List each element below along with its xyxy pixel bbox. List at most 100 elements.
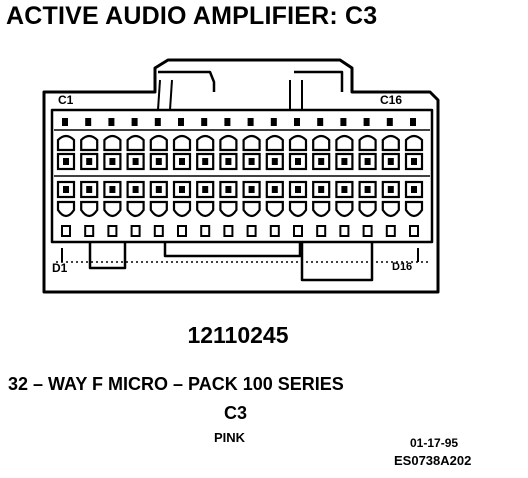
pin-latch-top <box>270 118 277 126</box>
connector-housing <box>42 58 440 294</box>
cavity-c-top <box>103 134 122 152</box>
cavity-d <box>196 180 215 199</box>
cavity-d <box>358 180 377 199</box>
pin-latch-top <box>108 118 115 126</box>
cavity-c-contact <box>271 158 278 165</box>
drawing-date: 01-17-95 <box>410 436 459 450</box>
part-number: 12110245 <box>187 322 289 348</box>
cavity-c-top <box>80 134 99 152</box>
cavity-d-bottom <box>149 200 168 218</box>
cavity-d-bottom <box>219 200 238 218</box>
cavity-d-bottom <box>172 200 192 218</box>
cavity-c-contact <box>318 158 325 165</box>
latch-left <box>158 70 216 92</box>
cavity-c-contact <box>387 158 394 165</box>
cavity-d <box>381 180 400 199</box>
cavity-d-contact <box>318 186 325 193</box>
pin-latch-bottom <box>269 225 280 237</box>
pin-latch-bottom <box>409 225 419 237</box>
cavity-d-contact <box>271 186 278 193</box>
pin-latch-bottom <box>223 225 234 237</box>
cavity-c-top <box>126 134 145 152</box>
cavity-d-bottom <box>265 200 284 218</box>
pin-latch-bottom <box>339 225 350 237</box>
cavity-c <box>126 152 145 171</box>
cavity-c-contact <box>364 158 371 165</box>
cavity-c-contact <box>155 158 162 165</box>
cavity-c-top <box>56 134 76 152</box>
pin-latch-top <box>178 118 184 126</box>
cavity-c <box>56 152 76 171</box>
cavity-d-contact <box>387 186 394 193</box>
cavity-c <box>404 152 424 171</box>
cavity-c-contact <box>109 158 116 165</box>
cavity-c <box>335 152 354 171</box>
cavity-c-contact <box>411 158 417 165</box>
cavity-d-bottom <box>103 200 122 218</box>
connector-description: 32 – WAY F MICRO – PACK 100 SERIES <box>8 374 344 394</box>
cavity-d-contact <box>109 186 116 193</box>
cavity-d-contact <box>179 186 185 193</box>
cavity-c <box>312 152 331 171</box>
cavity-d-contact <box>132 186 139 193</box>
cavity-d-bottom <box>335 200 354 218</box>
cavity-c-top <box>335 134 354 152</box>
pin-latch-bottom <box>130 225 141 237</box>
cavity-c-top <box>172 134 192 152</box>
pin-label-d16: D16 <box>392 261 412 273</box>
cavity-c-contact <box>63 158 69 165</box>
cavity-d <box>56 180 76 199</box>
pin-latch-top <box>340 118 347 126</box>
pin-latch-top <box>247 118 254 126</box>
cavity-c-top <box>219 134 238 152</box>
cavity-d-contact <box>63 186 69 193</box>
cavity-d-bottom <box>80 200 99 218</box>
pin-latch-top <box>201 118 208 126</box>
cavity-c <box>149 152 168 171</box>
cavity-d <box>126 180 145 199</box>
pin-latch-bottom <box>316 225 327 237</box>
cavity-c-contact <box>86 158 93 165</box>
cavity-c-contact <box>225 158 232 165</box>
pin-latch-top <box>410 118 416 126</box>
diagram-title: ACTIVE AUDIO AMPLIFIER: C3 <box>6 2 378 30</box>
pin-latch-bottom <box>107 225 118 237</box>
pin-latch-bottom <box>153 225 164 237</box>
latch-right <box>294 70 344 92</box>
lower-key-center <box>163 242 302 258</box>
connector-color: PINK <box>214 430 246 445</box>
cavity-d <box>312 180 331 199</box>
pin-latch-bottom <box>385 225 396 237</box>
pin-latch-top <box>224 118 231 126</box>
cavity-c-top <box>242 134 261 152</box>
cavity-d <box>80 180 99 199</box>
connector-drawing: C1 C16 D1 D16 <box>42 58 440 294</box>
pin-latch-top <box>317 118 324 126</box>
cavity-d-bottom <box>288 200 308 218</box>
pin-latch-bottom <box>177 225 187 237</box>
cavity-d-contact <box>155 186 162 193</box>
cavity-d-contact <box>364 186 371 193</box>
cavity-c-contact <box>132 158 139 165</box>
cavity-c <box>80 152 99 171</box>
cavity-d-bottom <box>126 200 145 218</box>
cavity-d-contact <box>248 186 255 193</box>
cavity-d-bottom <box>242 200 261 218</box>
cavity-c-top <box>149 134 168 152</box>
cavity-c-top <box>288 134 308 152</box>
cavity-c-contact <box>248 158 255 165</box>
cavity-d <box>265 180 284 199</box>
cavity-c <box>242 152 261 171</box>
cavity-d-bottom <box>312 200 331 218</box>
pin-latch-top <box>294 118 300 126</box>
pin-latch-bottom <box>84 225 95 237</box>
cavity-d-bottom <box>381 200 400 218</box>
connector-id: C3 <box>224 403 248 423</box>
cavity-d-contact <box>341 186 348 193</box>
cavity-c-top <box>196 134 215 152</box>
cavity-c <box>265 152 284 171</box>
cavity-c-top <box>312 134 331 152</box>
cavity-c <box>172 152 192 171</box>
pin-latch-top <box>85 118 92 126</box>
pin-label-c1: C1 <box>58 93 74 107</box>
